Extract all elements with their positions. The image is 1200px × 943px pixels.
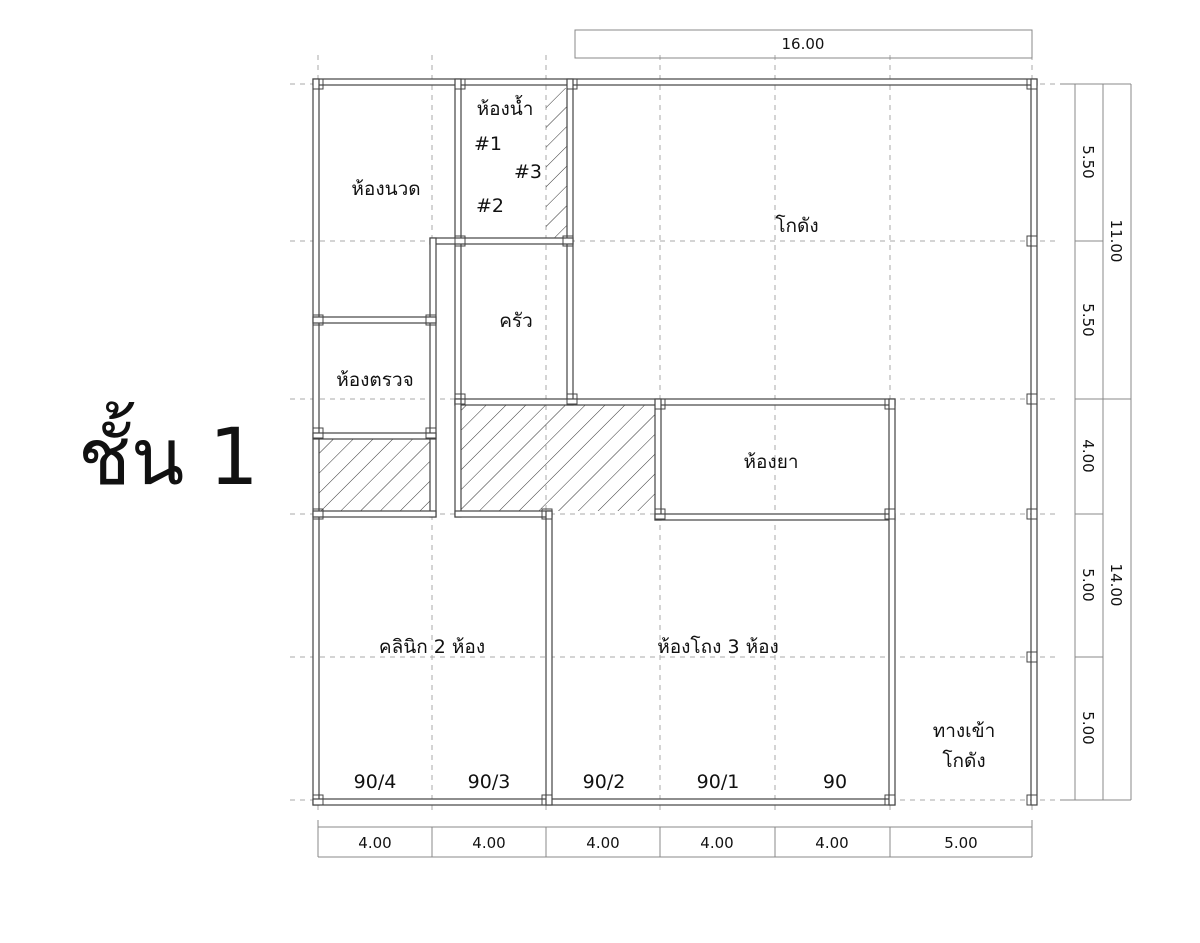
dim-right: 5.00 [1079, 711, 1097, 744]
unit-number: 90/1 [697, 771, 740, 793]
dim-right: 4.00 [1079, 439, 1097, 472]
unit-number: 90 [823, 771, 847, 793]
dim-right: 5.00 [1079, 568, 1097, 601]
room-hall: ห้องโถง 3 ห้อง [657, 635, 779, 658]
room-clinic: คลินิก 2 ห้อง [379, 636, 485, 658]
dimension-right: 5.50 5.50 4.00 5.00 5.00 11.00 14.00 [1060, 83, 1132, 801]
unit-number: 90/2 [583, 771, 626, 793]
dim-bottom: 4.00 [472, 834, 505, 852]
walls [312, 78, 1038, 806]
bath-1: #1 [474, 133, 502, 155]
dim-bottom: 4.00 [815, 834, 848, 852]
room-labels: ห้องนวด ห้องน้ำ #1 #3 #2 โกดัง ครัว ห้อง… [336, 95, 995, 793]
hatched-areas [319, 88, 655, 511]
unit-number: 90/3 [468, 771, 511, 793]
dim-bottom: 4.00 [358, 834, 391, 852]
room-massage: ห้องนวด [351, 178, 420, 200]
room-pharmacy: ห้องยา [743, 451, 798, 473]
dim-right: 5.50 [1079, 145, 1097, 178]
room-bathroom: ห้องน้ำ [477, 95, 534, 120]
dimension-bottom: 4.00 4.00 4.00 4.00 4.00 5.00 [317, 820, 1033, 858]
bath-3: #3 [514, 161, 542, 183]
dim-bottom: 5.00 [944, 834, 977, 852]
floor-title: ชั้น 1 [78, 401, 259, 503]
columns [312, 78, 1038, 806]
bath-2: #2 [476, 195, 504, 217]
entrance-label-1: ทางเข้า [933, 720, 996, 742]
dim-bottom: 4.00 [586, 834, 619, 852]
dim-bottom: 4.00 [700, 834, 733, 852]
room-warehouse: โกดัง [775, 214, 818, 237]
unit-number: 90/4 [354, 771, 397, 793]
dim-right-total: 11.00 [1107, 220, 1125, 263]
entrance-label-2: โกดัง [942, 749, 985, 772]
dim-right-total: 14.00 [1107, 564, 1125, 607]
dim-right: 5.50 [1079, 303, 1097, 336]
room-exam: ห้องตรวจ [336, 369, 414, 391]
dimension-top: 16.00 [574, 29, 1033, 59]
room-kitchen: ครัว [499, 310, 533, 332]
dim-top-total: 16.00 [782, 35, 825, 53]
